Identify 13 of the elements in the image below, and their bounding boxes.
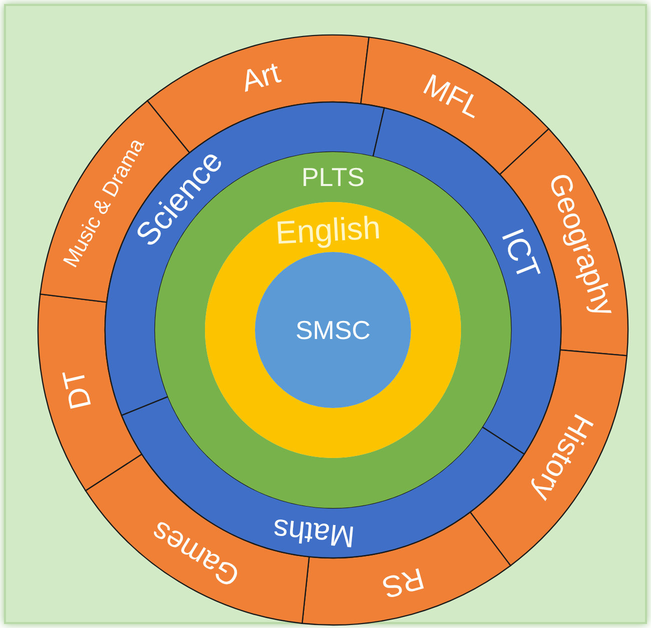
segment-label: SMSC: [295, 317, 371, 343]
segment-label: PLTS: [301, 164, 365, 190]
segment-label: ICT: [496, 224, 546, 284]
segment-label: Art: [238, 58, 284, 98]
segment-label: DT: [58, 366, 97, 412]
ring-segment: [470, 349, 628, 566]
ring-segment: [499, 128, 628, 356]
segment-label: MFL: [418, 70, 486, 124]
segment-label: English: [274, 211, 381, 249]
ring-segment: [146, 34, 370, 154]
ring-segment: [37, 293, 142, 492]
segment-label: Maths: [271, 513, 356, 551]
segment-label: RS: [378, 562, 428, 602]
